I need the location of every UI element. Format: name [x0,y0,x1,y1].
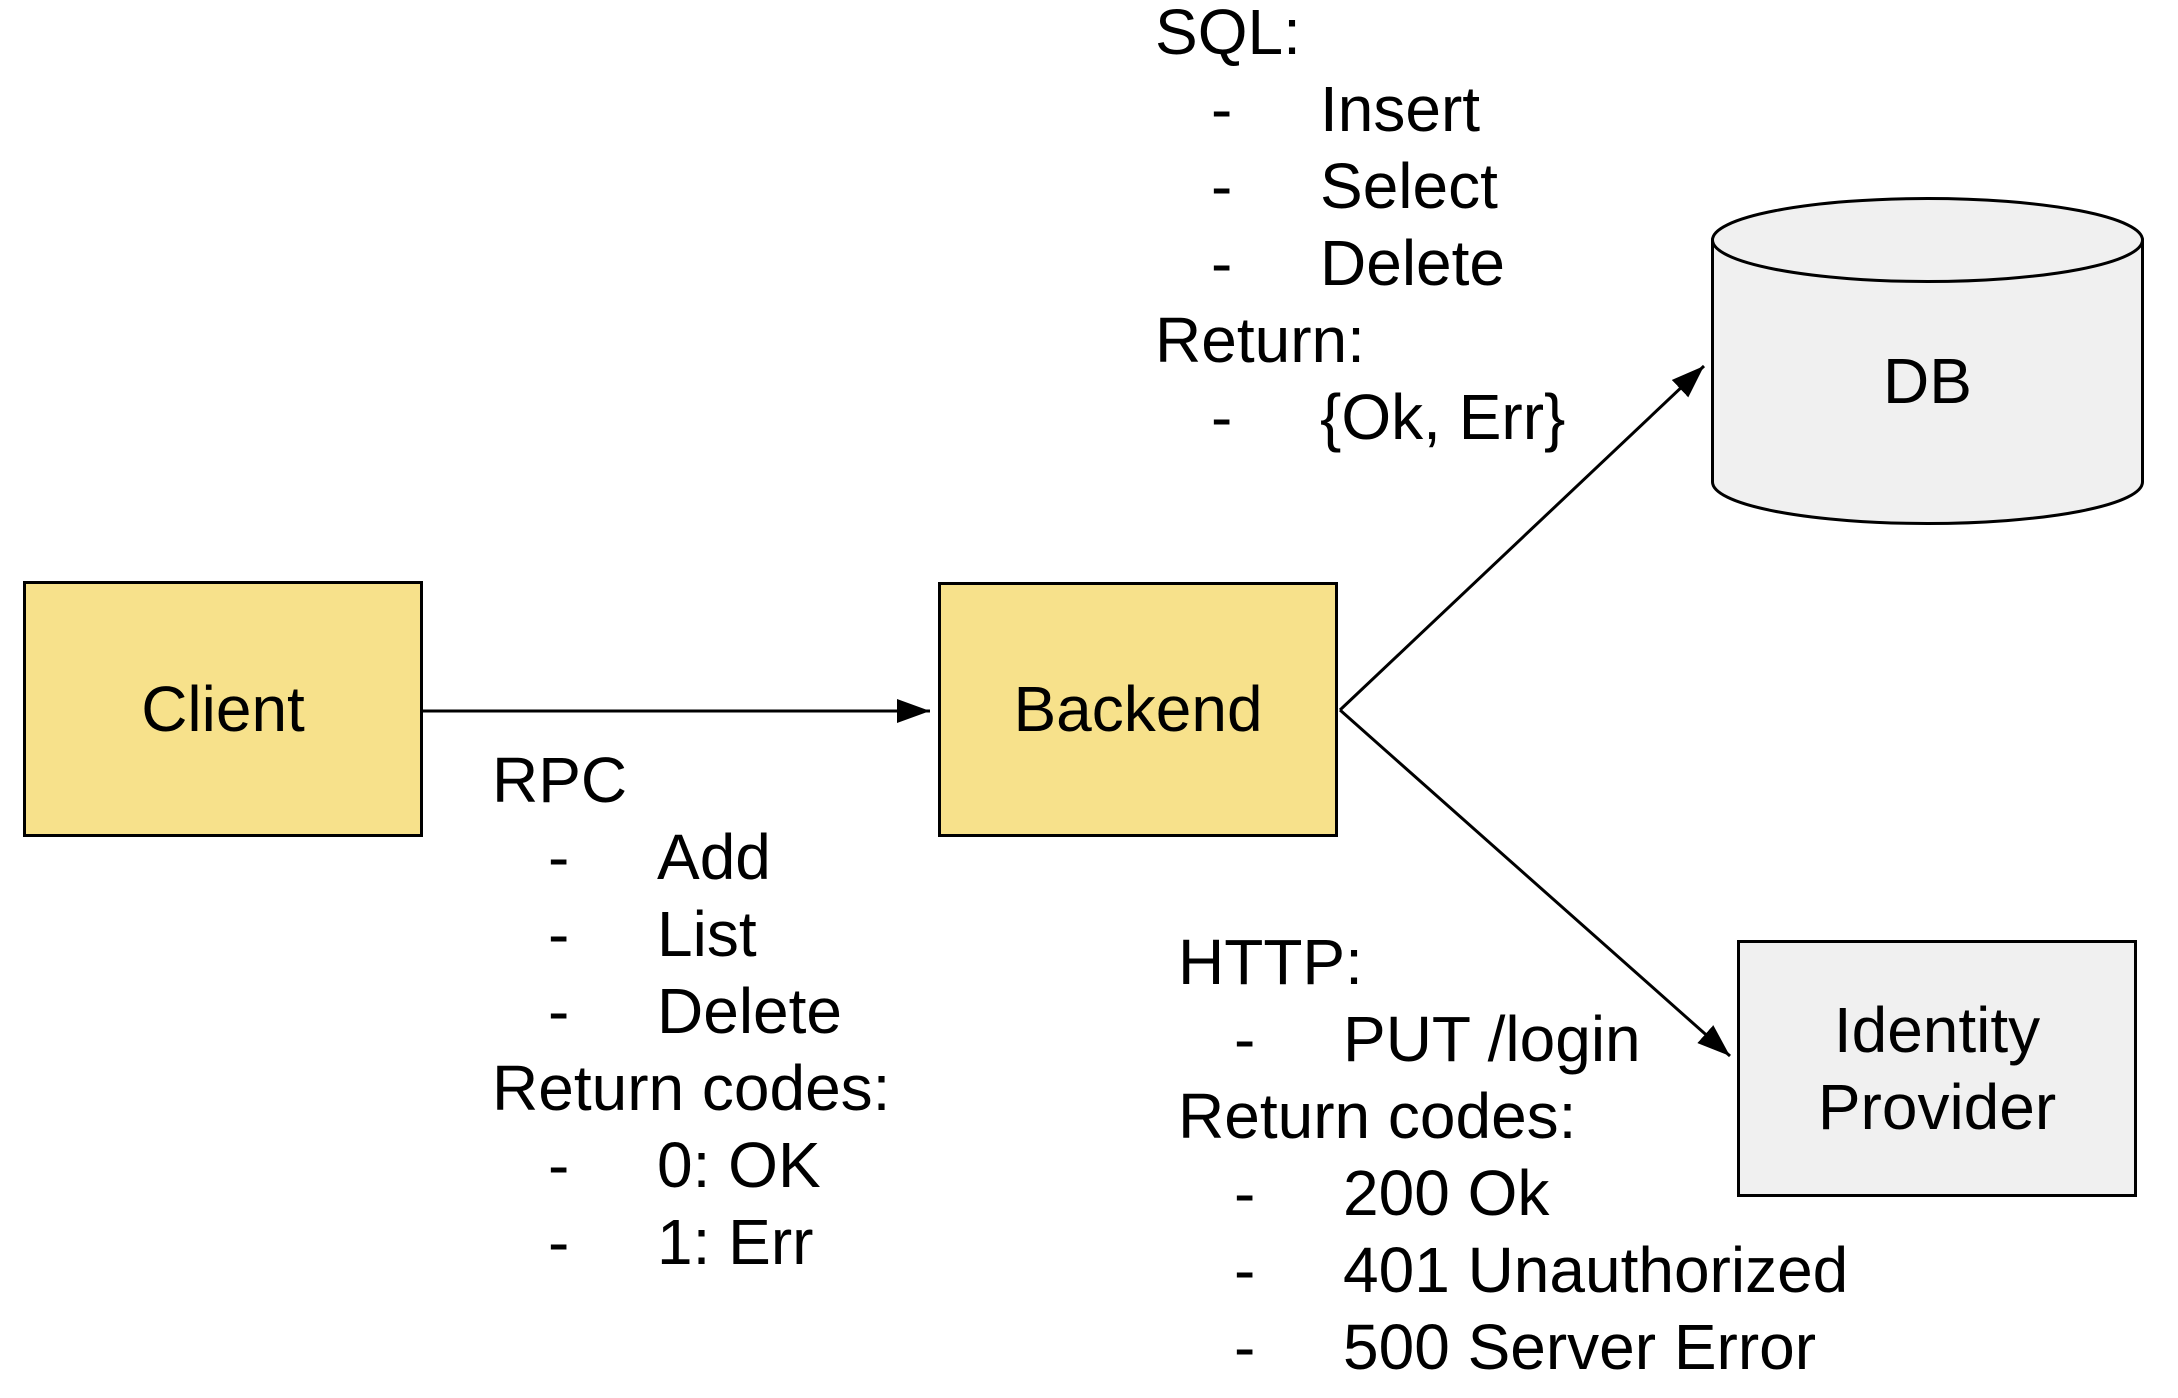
identity-provider-node: Identity Provider [1737,940,2137,1197]
sql-annotation: SQL: - Insert - Select - Delete Return: … [1155,0,1565,456]
bullet-dash: - [1211,227,1233,299]
http-title: HTTP: [1178,926,1363,998]
sql-return-item-text: {Ok, Err} [1320,381,1566,453]
backend-node: Backend [938,582,1338,837]
db-label: DB [1883,345,1972,417]
http-return-item: - 500 Server Error [1178,1309,1848,1386]
rpc-item: - Add [492,819,890,896]
sql-title: SQL: [1155,0,1301,68]
rpc-item-text: List [657,898,757,970]
sql-item: - Delete [1155,225,1565,302]
backend-label: Backend [1013,673,1263,745]
sql-item-text: Select [1320,150,1498,222]
bullet-dash: - [548,975,570,1047]
db-node: DB [1711,195,2144,526]
sql-return-item: - {Ok, Err} [1155,379,1565,456]
http-return-item-text: 401 Unauthorized [1343,1234,1849,1306]
rpc-title: RPC [492,744,628,816]
http-return-item: - 401 Unauthorized [1178,1232,1848,1309]
http-return-item: - 200 Ok [1178,1155,1848,1232]
bullet-dash: - [548,1129,570,1201]
bullet-dash: - [1211,73,1233,145]
http-item: - PUT /login [1178,1001,1848,1078]
sql-item-text: Insert [1320,73,1481,145]
sql-subtitle: Return: [1155,304,1365,376]
http-annotation: HTTP: - PUT /login Return codes: - 200 O… [1178,924,1848,1386]
rpc-item-text: Delete [657,975,842,1047]
sql-item: - Select [1155,148,1565,225]
client-node: Client [23,581,423,837]
sql-item: - Insert [1155,71,1565,148]
rpc-item: - List [492,896,890,973]
db-cylinder-shape [1711,197,2144,525]
sql-item-text: Delete [1320,227,1505,299]
bullet-dash: - [548,821,570,893]
http-subtitle: Return codes: [1178,1080,1577,1152]
bullet-dash: - [1234,1003,1256,1075]
identity-provider-label: Identity Provider [1817,993,2057,1143]
rpc-item: - Delete [492,973,890,1050]
bullet-dash: - [1234,1157,1256,1229]
http-return-item-text: 500 Server Error [1343,1311,1817,1383]
bullet-dash: - [1234,1311,1256,1383]
rpc-subtitle: Return codes: [492,1052,891,1124]
bullet-dash: - [1211,381,1233,453]
rpc-return-item-text: 0: OK [657,1129,821,1201]
http-return-item-text: 200 Ok [1343,1157,1550,1229]
rpc-annotation: RPC - Add - List - Delete Return codes: … [492,742,890,1281]
bullet-dash: - [1211,150,1233,222]
bullet-dash: - [548,898,570,970]
rpc-return-item-text: 1: Err [657,1206,814,1278]
client-label: Client [141,672,305,745]
bullet-dash: - [548,1206,570,1278]
rpc-return-item: - 0: OK [492,1127,890,1204]
rpc-item-text: Add [657,821,771,893]
bullet-dash: - [1234,1234,1256,1306]
http-item-text: PUT /login [1343,1003,1641,1075]
rpc-return-item: - 1: Err [492,1204,890,1281]
